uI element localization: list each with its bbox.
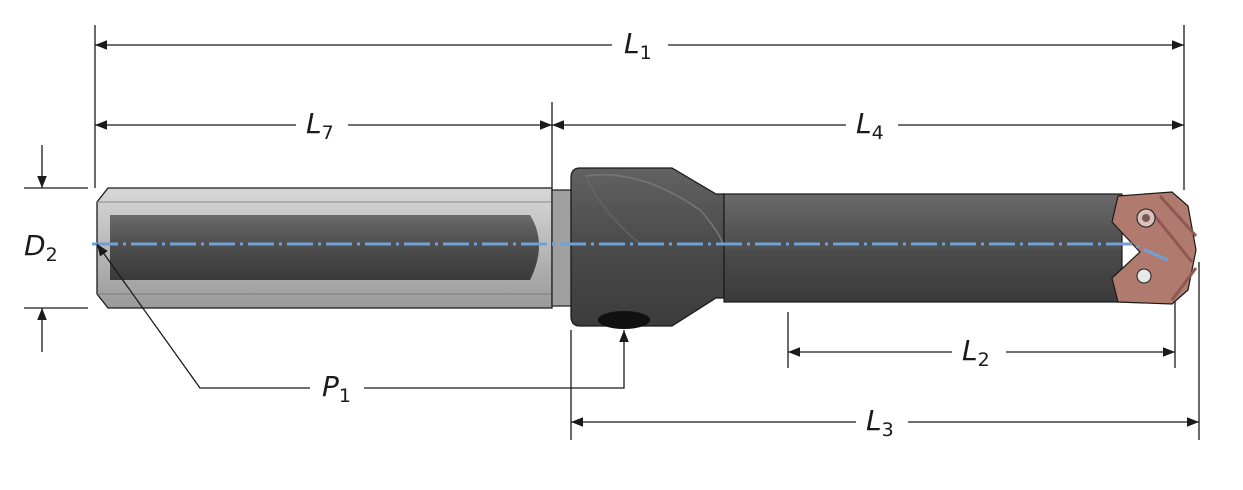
label-l4: L4 [852,110,888,143]
insert [1111,191,1197,305]
dimension-lines [37,40,1199,427]
label-l3: L3 [862,407,898,440]
label-l2: L2 [958,337,994,370]
leader-p1-right [364,330,629,389]
label-l1: L1 [620,30,656,63]
leader-p1-left [96,243,310,389]
label-l7: L7 [302,110,338,143]
coolant-port [598,311,650,329]
extension-lines [24,25,1200,440]
collar [570,167,725,327]
pin-hole [1136,268,1152,284]
center-coolant-line [92,242,1173,264]
label-p1: P1 [318,373,355,406]
neck [551,189,573,307]
drill-body [92,167,1198,329]
shank-flat [110,215,539,280]
label-d2: D2 [20,232,62,265]
